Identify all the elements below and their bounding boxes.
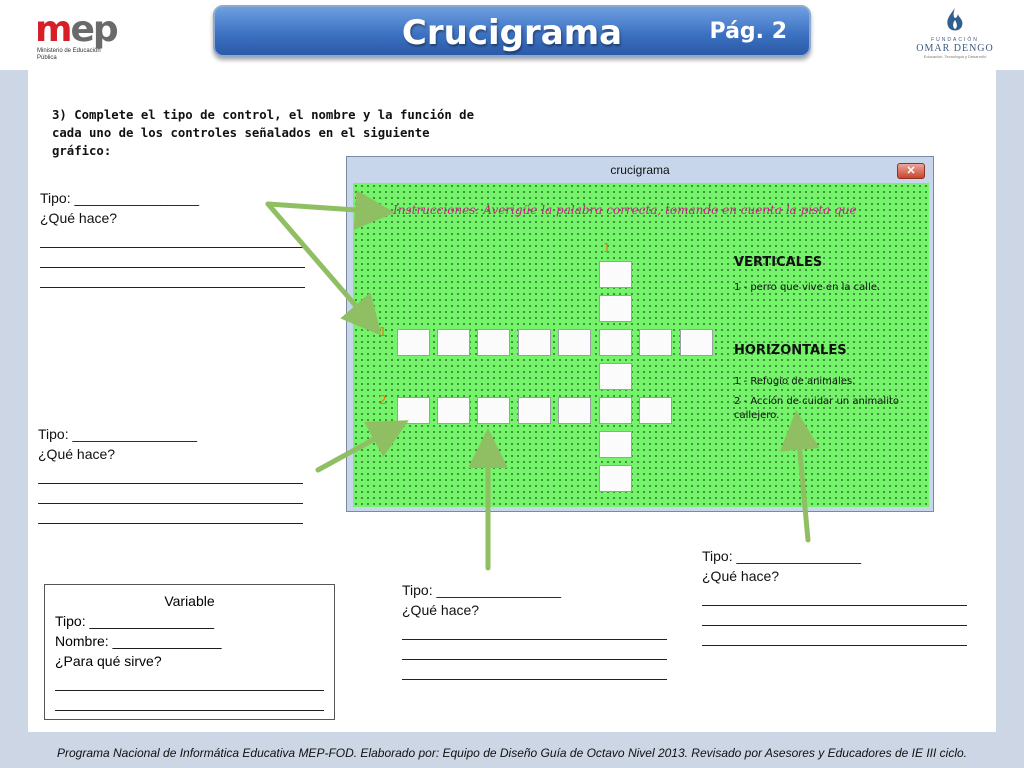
crossword-cell[interactable] xyxy=(437,397,470,424)
horizontales-clue-1: 1 - Refugio de animales. xyxy=(734,376,856,387)
form-title: crucigrama xyxy=(610,163,670,177)
crossword-cell[interactable] xyxy=(518,397,551,424)
footer-credits: Programa Nacional de Informática Educati… xyxy=(56,746,967,760)
mep-logo-subtitle: Ministerio de Educación Pública xyxy=(37,48,101,61)
variable-tipo-field[interactable]: Tipo: ________________ xyxy=(55,613,215,629)
variable-title: Variable xyxy=(164,593,215,609)
horizontales-heading: HORIZONTALES xyxy=(734,343,847,358)
vertical-number-1: 1 xyxy=(603,241,611,255)
answer-block-4: Tipo: ________________ ¿Qué hace? xyxy=(702,546,967,646)
answer-line[interactable] xyxy=(40,268,305,288)
answer-line[interactable] xyxy=(55,691,324,711)
crossword-cell[interactable] xyxy=(518,329,551,356)
title-banner: Crucigrama Pág. 2 xyxy=(213,5,811,57)
crossword-cell[interactable] xyxy=(397,397,430,424)
answer-line[interactable] xyxy=(40,228,305,248)
que-hace-label: ¿Qué hace? xyxy=(38,446,116,462)
crossword-cell[interactable] xyxy=(639,329,672,356)
close-button[interactable]: ✕ xyxy=(897,163,925,179)
form-titlebar: crucigrama ✕ xyxy=(347,157,933,183)
mep-logo-rest: ep xyxy=(70,9,119,50)
crossword-cell[interactable] xyxy=(397,329,430,356)
crossword-cell[interactable] xyxy=(477,329,510,356)
horizontal-number-2: 2 xyxy=(379,393,387,407)
tipo-field[interactable]: Tipo: ________________ xyxy=(38,426,198,442)
answer-line[interactable] xyxy=(402,620,667,640)
answer-line[interactable] xyxy=(402,640,667,660)
omar-dengo-logo: FUNDACIÓN OMAR DENGO Educación, Tecnolog… xyxy=(913,6,997,66)
answer-block-3: Tipo: ________________ ¿Qué hace? xyxy=(402,580,667,680)
answer-line[interactable] xyxy=(38,464,303,484)
answer-block-2: Tipo: ________________ ¿Qué hace? xyxy=(38,424,303,524)
answer-line[interactable] xyxy=(702,606,967,626)
slide-header: mep Ministerio de Educación Pública Cruc… xyxy=(0,0,1024,70)
variable-nombre-field[interactable]: Nombre: ______________ xyxy=(55,633,222,649)
crossword-cell[interactable] xyxy=(558,397,591,424)
answer-line[interactable] xyxy=(702,626,967,646)
answer-line[interactable] xyxy=(40,248,305,268)
tipo-field[interactable]: Tipo: ________________ xyxy=(40,190,200,206)
crossword-cell[interactable] xyxy=(599,465,632,492)
answer-block-1: Tipo: ________________ ¿Qué hace? xyxy=(40,188,305,288)
exercise-instruction: 3) Complete el tipo de control, el nombr… xyxy=(52,108,474,158)
crossword-cell[interactable] xyxy=(599,261,632,288)
page-number: Pág. 2 xyxy=(709,19,787,44)
answer-line[interactable] xyxy=(38,504,303,524)
tipo-field[interactable]: Tipo: ________________ xyxy=(702,548,862,564)
crossword-cell[interactable] xyxy=(599,363,632,390)
verticales-heading: VERTICALES xyxy=(734,255,823,270)
od-logo-name: OMAR DENGO xyxy=(916,43,994,54)
crossword-cell[interactable] xyxy=(599,329,632,356)
instructions-label: Instrucciones: Averigüe la palabra corre… xyxy=(393,203,857,217)
que-hace-label: ¿Qué hace? xyxy=(402,602,480,618)
answer-line[interactable] xyxy=(402,660,667,680)
page-title: Crucigrama xyxy=(401,13,623,53)
form-body: Instrucciones: Averigüe la palabra corre… xyxy=(353,183,929,507)
verticales-clue-1: 1 - perro que vive en la calle. xyxy=(734,282,881,293)
crossword-form-window: crucigrama ✕ Instrucciones: Averigüe la … xyxy=(346,156,934,512)
crossword-cell[interactable] xyxy=(599,295,632,322)
horizontal-number-1: 1 xyxy=(379,325,387,339)
crossword-cell[interactable] xyxy=(477,397,510,424)
que-hace-label: ¿Qué hace? xyxy=(702,568,780,584)
flame-icon xyxy=(947,8,963,31)
mep-logo: mep Ministerio de Educación Pública xyxy=(35,9,119,66)
od-logo-small: FUNDACIÓN xyxy=(931,37,979,43)
od-logo-tagline: Educación, Tecnología y Desarrollo xyxy=(923,54,987,59)
crossword-cell[interactable] xyxy=(599,431,632,458)
crossword-cell[interactable] xyxy=(437,329,470,356)
answer-line[interactable] xyxy=(38,484,303,504)
crossword-cell[interactable] xyxy=(558,329,591,356)
mep-logo-m: m xyxy=(35,9,72,50)
tipo-field[interactable]: Tipo: ________________ xyxy=(402,582,562,598)
variable-box: Variable Tipo: ________________ Nombre: … xyxy=(44,584,335,720)
crossword-cell[interactable] xyxy=(599,397,632,424)
answer-line[interactable] xyxy=(55,671,324,691)
variable-para-que-label: ¿Para qué sirve? xyxy=(55,653,162,669)
answer-line[interactable] xyxy=(702,586,967,606)
crossword-cell[interactable] xyxy=(680,329,713,356)
que-hace-label: ¿Qué hace? xyxy=(40,210,118,226)
horizontales-clue-2: 2 - Acción de cuidar un animalito callej… xyxy=(734,396,900,421)
crossword-cell[interactable] xyxy=(639,397,672,424)
